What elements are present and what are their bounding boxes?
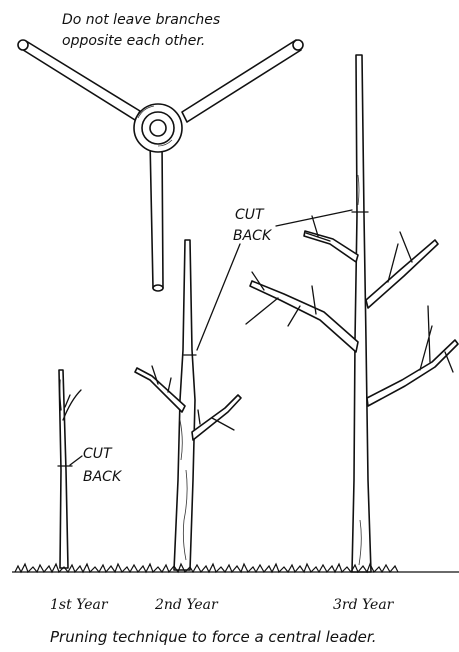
third-year-trunk xyxy=(352,55,371,572)
down-branch-end xyxy=(153,285,163,291)
grass-tufts xyxy=(15,564,398,572)
third-year-branch-left-lower xyxy=(250,281,358,352)
cut-back-label-2nd-line2: BACK xyxy=(233,228,273,244)
second-year-tree xyxy=(135,240,241,570)
cut-back-label-2nd-line1: CUT xyxy=(235,207,265,223)
second-year-cut-pointer xyxy=(197,244,240,350)
year-label-2nd: 2nd Year xyxy=(154,597,219,613)
second-year-branch-left xyxy=(135,368,185,412)
year-label-3rd: 3rd Year xyxy=(333,597,395,613)
ground-line xyxy=(12,564,459,572)
second-year-twig-right-a xyxy=(212,418,234,430)
down-branch-arm xyxy=(150,140,163,288)
second-year-twig-right-b xyxy=(198,410,200,424)
figure-caption: Pruning technique to force a central lea… xyxy=(50,628,376,646)
cut-back-label-1st-line1: CUT xyxy=(83,446,113,462)
note-line-1: Do not leave branches xyxy=(62,12,220,28)
cut-back-label-upper: CUT BACK xyxy=(233,207,352,244)
third-year-branch-right-upper xyxy=(366,240,438,308)
left-branch-arm xyxy=(20,41,140,120)
first-year-tree: CUT BACK xyxy=(58,370,123,568)
first-year-cut-pointer xyxy=(70,456,82,465)
second-year-twig-left-b xyxy=(168,378,171,392)
cut-back-label-1st-line2: BACK xyxy=(83,469,123,485)
third-year-tree xyxy=(246,55,458,572)
third-year-branch-right-lower xyxy=(367,340,458,406)
year-labels: 1st Year 2nd Year 3rd Year xyxy=(50,597,395,613)
right-branch-arm xyxy=(182,40,301,122)
right-branch-end xyxy=(293,40,303,50)
opposite-branches-illustration xyxy=(18,40,303,291)
left-branch-end xyxy=(18,40,28,50)
note-line-2: opposite each other. xyxy=(62,33,205,49)
trunk-core xyxy=(150,120,166,136)
year-label-1st: 1st Year xyxy=(50,597,109,613)
warning-note: Do not leave branches opposite each othe… xyxy=(62,12,220,49)
